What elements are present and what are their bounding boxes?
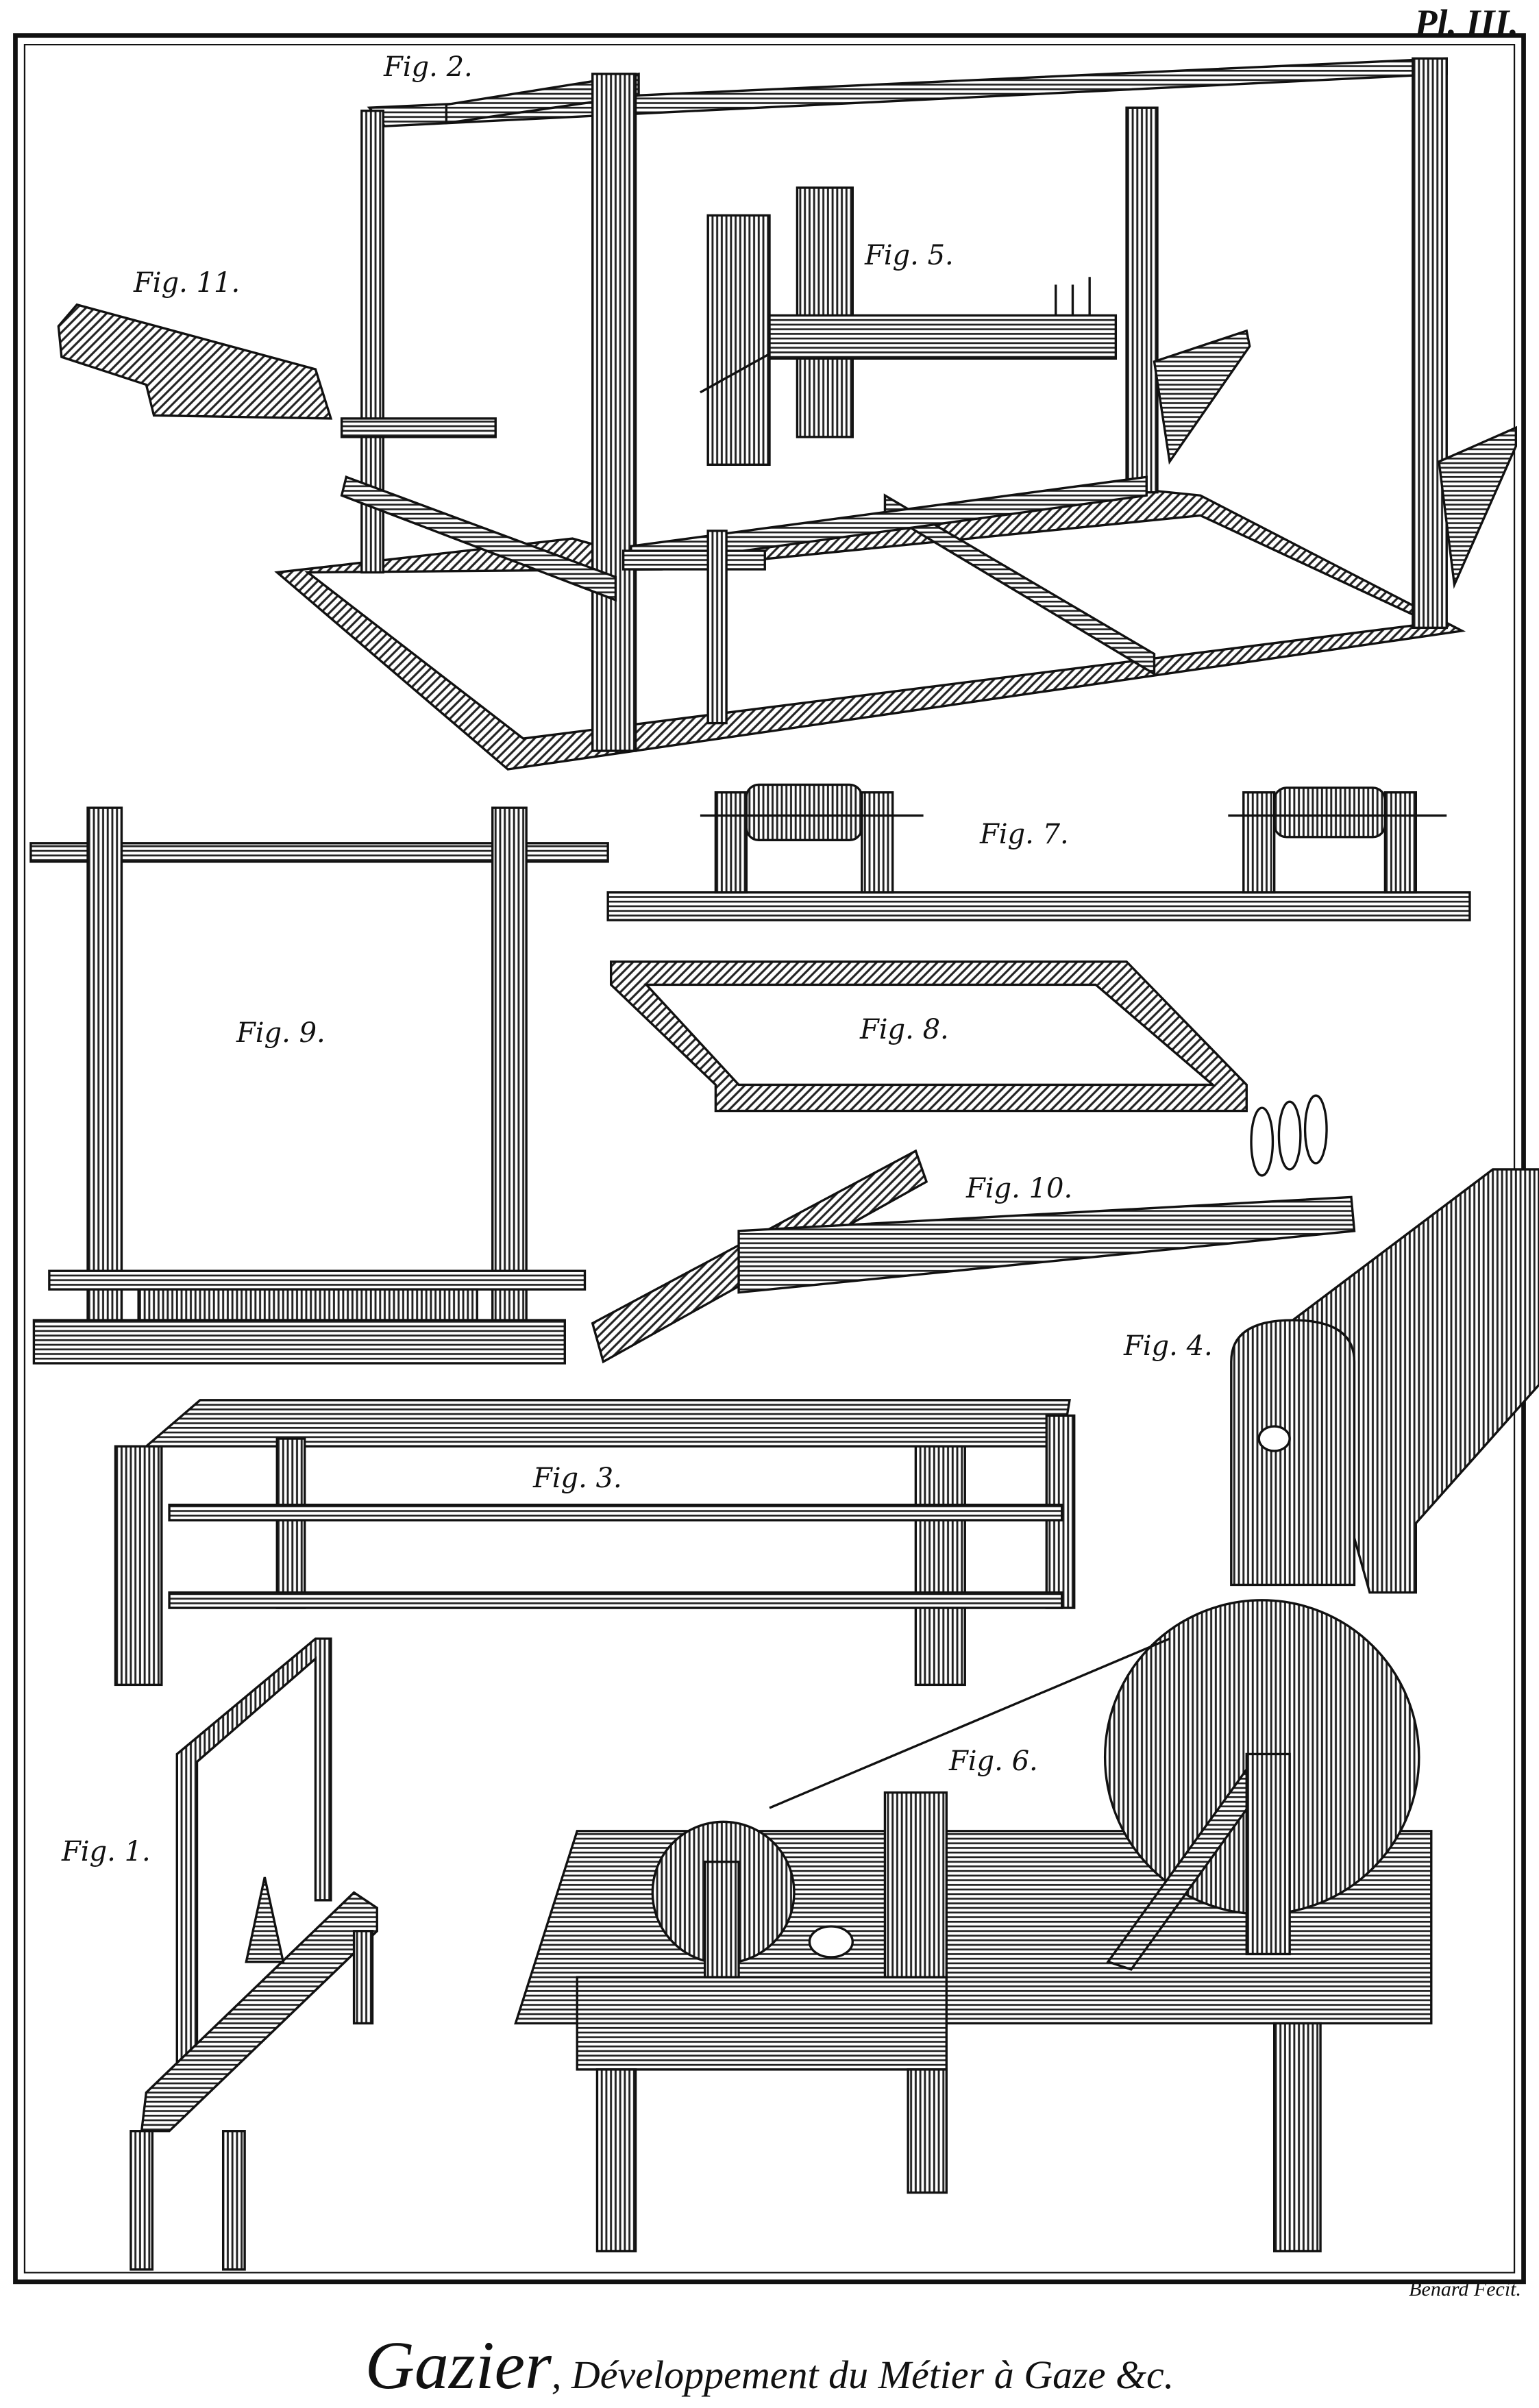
fig1-warping-frame (130, 1637, 378, 2271)
fig8-frame (609, 960, 1248, 1113)
fig11-label: Fig. 11. (134, 267, 241, 299)
fig11-lever (57, 303, 333, 420)
fig10-batten (591, 1094, 1356, 1364)
fig6-winding-table (514, 1599, 1433, 2252)
fig8-label: Fig. 8. (860, 1014, 949, 1045)
fig4-label: Fig. 4. (1124, 1330, 1213, 1362)
fig7-spool-rack (606, 783, 1471, 921)
fig9-label: Fig. 9. (236, 1017, 325, 1049)
fig1-label: Fig. 1. (62, 1836, 151, 1867)
caption-subtitle: , Développement du Métier à Gaze &c. (551, 2353, 1174, 2397)
plate-caption: Gazier, Développement du Métier à Gaze &… (0, 2326, 1539, 2405)
fig4-warp-beam (1230, 1168, 1539, 1594)
fig9-upright-frame (29, 806, 609, 1365)
caption-title: Gazier (365, 2327, 552, 2403)
plate-number: Pl. III. (1414, 2, 1518, 43)
fig5-heddle-assembly (700, 186, 1118, 466)
plate-border (13, 33, 1526, 2285)
engraver-signature: Benard Fecit. (1409, 2278, 1521, 2300)
fig2-label: Fig. 2. (384, 51, 473, 83)
fig7-label: Fig. 7. (980, 819, 1069, 850)
fig3-label: Fig. 3. (533, 1463, 622, 1494)
fig2-loom-frame (274, 57, 1517, 771)
fig10-label: Fig. 10. (966, 1173, 1073, 1204)
fig6-label: Fig. 6. (949, 1746, 1038, 1777)
fig5-label: Fig. 5. (865, 240, 954, 271)
fig3-bench (114, 1399, 1076, 1687)
